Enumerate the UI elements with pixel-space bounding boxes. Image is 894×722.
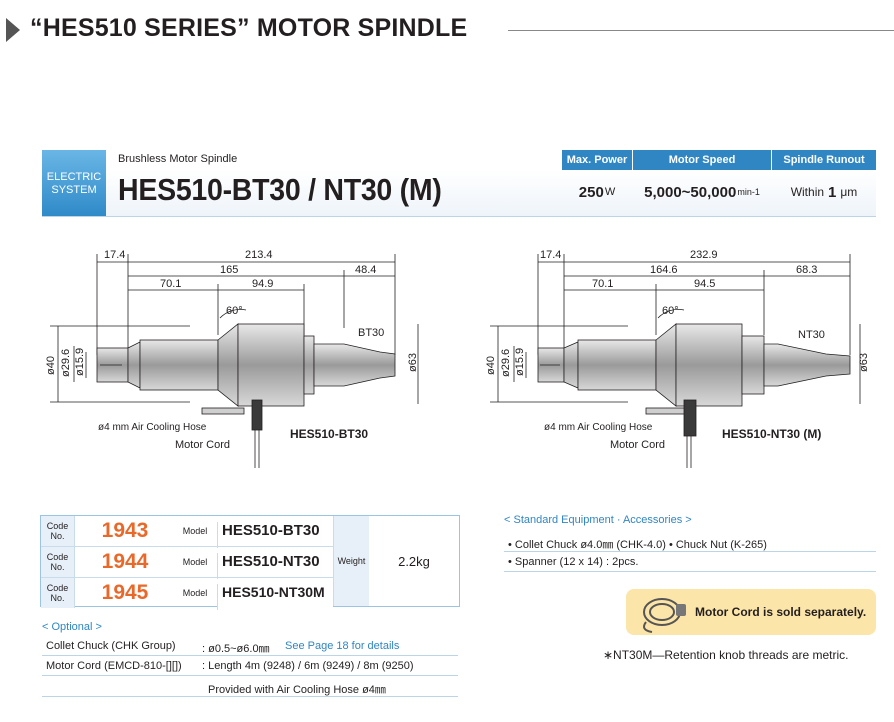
nt30-dim-68-3: 68.3 xyxy=(796,264,817,276)
drawing-bt30: 17.4 213.4 165 48.4 70.1 94.9 60° BT30 ø… xyxy=(45,249,419,468)
category-badge: ELECTRIC SYSTEM xyxy=(42,150,106,216)
table-divider xyxy=(41,577,333,578)
bt30-dia-40: ø40 xyxy=(45,356,57,375)
nt30-dim-70-1: 70.1 xyxy=(592,278,613,290)
list-item: Provided with Air Cooling Hose ø4㎜ xyxy=(42,677,458,697)
bt30-tag: BT30 xyxy=(358,327,384,339)
nt30-dia-15-9: ø15.9 xyxy=(514,348,526,376)
nt30-dia-63: ø63 xyxy=(858,353,870,372)
model-value: HES510-NT30 xyxy=(217,553,333,579)
bt30-dim-48-4: 48.4 xyxy=(355,264,376,276)
weight-label: Weight xyxy=(333,516,369,606)
bt30-angle: 60° xyxy=(226,305,243,317)
bt30-dim-17-4: 17.4 xyxy=(104,249,125,261)
nt30-caption: HES510-NT30 (M) xyxy=(722,427,821,441)
code-number: 1943 xyxy=(101,519,149,542)
optional-title: < Optional > xyxy=(42,621,102,633)
bt30-dim-70-1: 70.1 xyxy=(160,278,181,290)
spec-label-power: Max. Power xyxy=(562,150,632,170)
nt30-dim-164-6: 164.6 xyxy=(650,264,678,276)
model-value: HES510-NT30M xyxy=(217,584,333,610)
product-subtitle: Brushless Motor Spindle xyxy=(118,153,238,165)
bt30-cord-label: Motor Cord xyxy=(175,439,230,451)
list-item: • Spanner (12 x 14) : 2pcs. xyxy=(504,552,876,572)
footnote: ∗NT30M—Retention knob threads are metric… xyxy=(603,648,849,662)
notice-text: Motor Cord is sold separately. xyxy=(695,605,867,619)
bt30-dia-63: ø63 xyxy=(407,353,419,372)
standard-title: < Standard Equipment · Accessories > xyxy=(504,514,692,526)
title-arrow-icon xyxy=(6,18,20,42)
product-model: HES510-BT30 / NT30 (M) xyxy=(118,172,442,207)
bt30-caption: HES510-BT30 xyxy=(290,427,368,441)
code-number: 1945 xyxy=(101,581,149,604)
nt30-dia-29-6: ø29.6 xyxy=(500,349,512,377)
code-number: 1944 xyxy=(101,550,149,573)
spec-label-runout: Spindle Runout xyxy=(772,150,876,170)
model-label: Model xyxy=(182,557,208,567)
bt30-dim-213-4: 213.4 xyxy=(245,249,273,261)
nt30-angle: 60° xyxy=(662,305,679,317)
notice-box xyxy=(626,589,876,635)
list-item: • Collet Chuck ø4.0㎜ (CHK-4.0) • Chuck N… xyxy=(504,532,876,552)
nt30-hose-label: ø4 mm Air Cooling Hose xyxy=(544,422,653,433)
model-label: Model xyxy=(182,526,208,536)
list-item: Motor Cord (EMCD-810-[][]) : Length 4m (… xyxy=(42,656,458,676)
category-line1: ELECTRIC xyxy=(46,171,102,183)
title-rule xyxy=(508,30,894,31)
nt30-dim-232-9: 232.9 xyxy=(690,249,718,261)
model-value: HES510-BT30 xyxy=(217,522,333,548)
nt30-cord-label: Motor Cord xyxy=(610,439,665,451)
bt30-dim-165: 165 xyxy=(220,264,238,276)
table-divider xyxy=(41,546,333,547)
bt30-dim-94-9: 94.9 xyxy=(252,278,273,290)
header-divider xyxy=(42,216,876,217)
bt30-dia-29-6: ø29.6 xyxy=(60,349,72,377)
nt30-dim-17-4: 17.4 xyxy=(540,249,561,261)
spec-label-speed: Motor Speed xyxy=(633,150,771,170)
list-item: Collet Chuck (CHK Group) : ø0.5~ø6.0㎜ Se… xyxy=(42,636,458,656)
motor-cord-icon xyxy=(643,598,686,633)
category-line2: SYSTEM xyxy=(51,184,97,196)
model-label: Model xyxy=(182,588,208,598)
bt30-dia-15-9: ø15.9 xyxy=(74,348,86,376)
nt30-dim-94-5: 94.5 xyxy=(694,278,715,290)
header-band xyxy=(106,170,876,216)
nt30-dia-40: ø40 xyxy=(485,356,497,375)
weight-value: 2.2kg xyxy=(398,553,430,569)
see-page-link[interactable]: See Page 18 for details xyxy=(285,640,400,652)
bt30-hose-label: ø4 mm Air Cooling Hose xyxy=(98,422,207,433)
page-title: “HES510 SERIES” MOTOR SPINDLE xyxy=(30,14,468,42)
drawing-nt30: 17.4 232.9 164.6 68.3 70.1 94.5 60° NT30… xyxy=(485,249,870,468)
nt30-tag: NT30 xyxy=(798,329,825,341)
